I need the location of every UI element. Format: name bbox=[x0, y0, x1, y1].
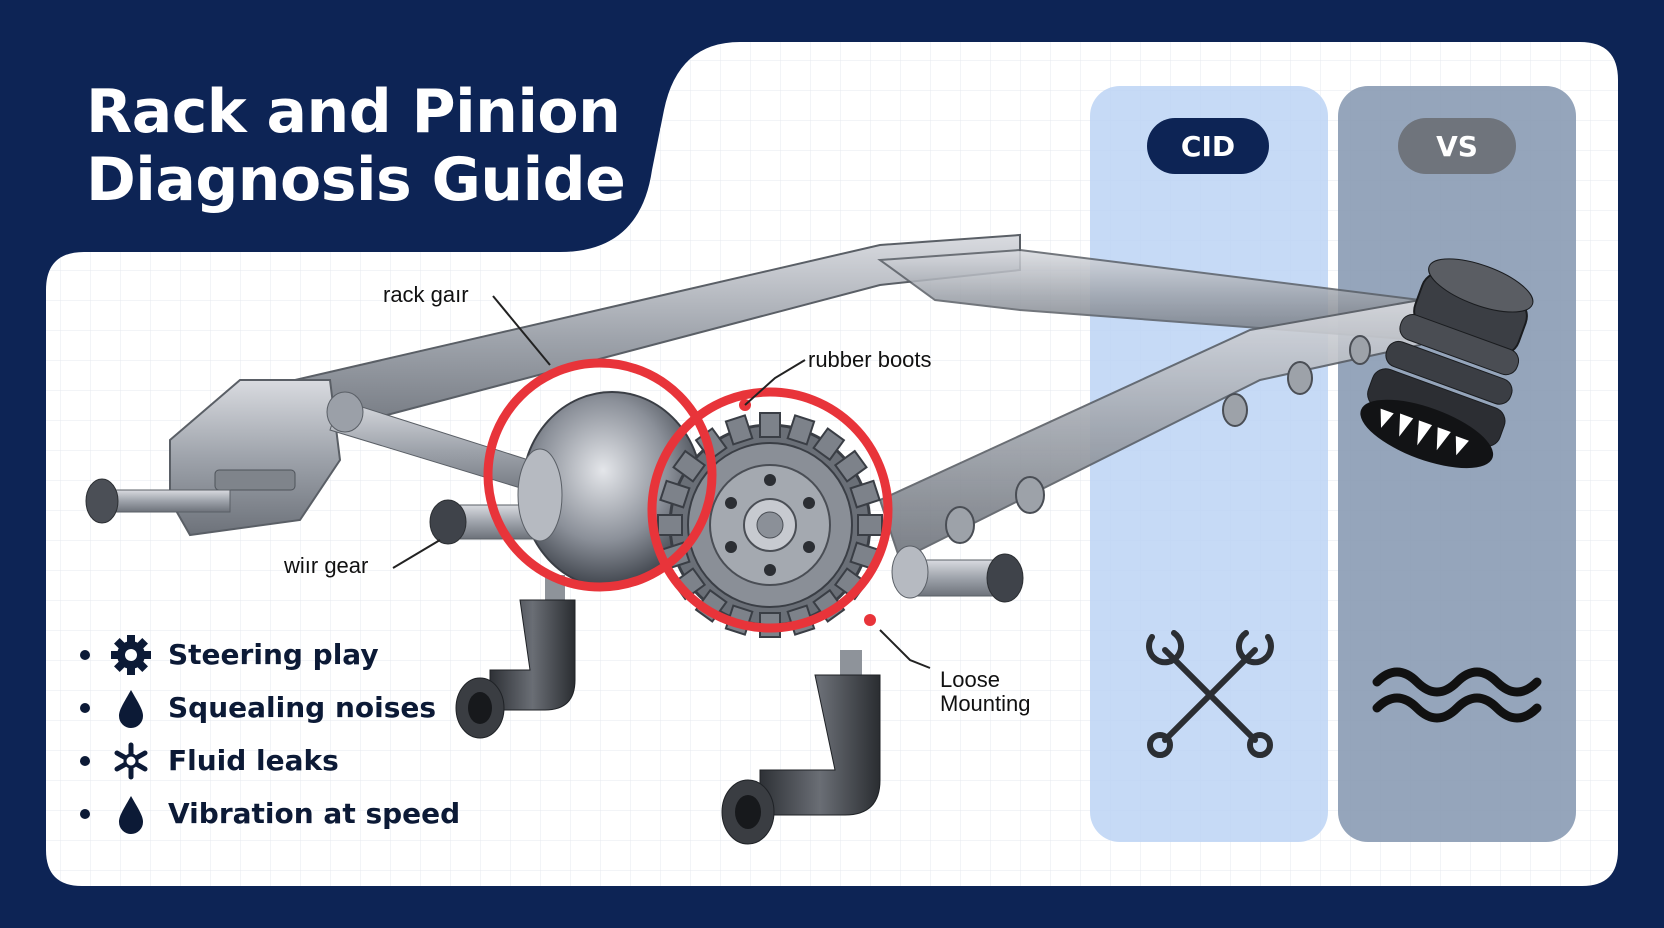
symptom-label: Vibration at speed bbox=[168, 797, 461, 830]
symptom-label: Fluid leaks bbox=[168, 744, 339, 777]
callout-loose-line2: Mounting bbox=[940, 691, 1031, 716]
drop-icon bbox=[108, 791, 154, 837]
symptom-label: Squealing noises bbox=[168, 691, 437, 724]
bullet bbox=[80, 649, 90, 660]
list-item: Steering play bbox=[80, 628, 460, 681]
symptom-list: Steering play Squealing noises Fluid lea… bbox=[80, 628, 460, 840]
callout-loose-line1: Loose bbox=[940, 667, 1000, 692]
title-line-2: Diagnosis Guide bbox=[86, 145, 626, 215]
highlight-ring-housing bbox=[483, 358, 717, 592]
column-panel-cid bbox=[1090, 86, 1328, 842]
list-item: Vibration at speed bbox=[80, 787, 460, 840]
title-line-1: Rack and Pinion bbox=[86, 77, 621, 147]
page-title: Rack and Pinion Diagnosis Guide bbox=[86, 77, 626, 215]
gear-icon bbox=[108, 632, 154, 678]
list-item: Fluid leaks bbox=[80, 734, 460, 787]
column-badge-cid: CID bbox=[1147, 118, 1269, 174]
highlight-ring-gear bbox=[647, 387, 893, 633]
elbow-right bbox=[759, 674, 881, 816]
bullet bbox=[80, 755, 90, 766]
wrench-cross-icon bbox=[1146, 630, 1274, 758]
column-badge-vs: VS bbox=[1398, 118, 1516, 174]
callout-wir-gear: wiır gear bbox=[284, 553, 369, 578]
bullet bbox=[80, 702, 90, 713]
left-shaft bbox=[99, 489, 231, 513]
list-item: Squealing noises bbox=[80, 681, 460, 734]
callout-loose-mounting: Loose Mounting bbox=[940, 668, 1031, 716]
callout-rubber-boots: rubber boots bbox=[808, 347, 932, 372]
elbow-left bbox=[489, 599, 576, 711]
symptom-label: Steering play bbox=[168, 638, 379, 671]
wave-icon bbox=[1372, 667, 1542, 723]
bullet bbox=[80, 808, 90, 819]
rubber-boot bbox=[1360, 258, 1534, 469]
splash-icon bbox=[108, 738, 154, 784]
callout-rack-gear: rack gaır bbox=[383, 282, 469, 307]
drop-icon bbox=[108, 685, 154, 731]
